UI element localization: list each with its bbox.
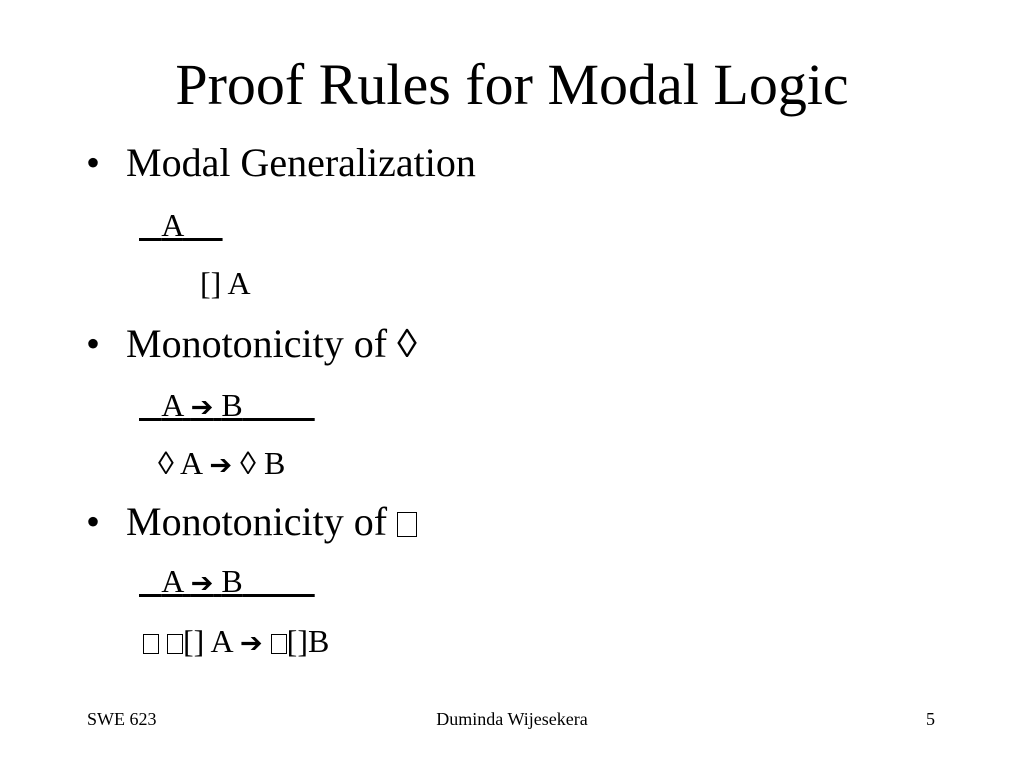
- conclusion-left: [] A: [183, 623, 232, 659]
- bullet-dot: •: [86, 499, 101, 544]
- bullet-monotonicity-box: • Monotonicity of: [86, 498, 418, 546]
- bullet-monotonicity-diamond: • Monotonicity of ◊: [86, 320, 417, 368]
- arrow-icon: ➔: [190, 568, 214, 599]
- conclusion-right: ◊ B: [240, 445, 286, 481]
- rule-conclusion: [] A ➔ []B: [143, 622, 329, 663]
- conclusion-left: ◊ A: [158, 445, 202, 481]
- premise-text: A: [161, 207, 183, 243]
- footer-page-number: 5: [926, 709, 935, 729]
- premise-right: B: [221, 563, 243, 599]
- slide-title: Proof Rules for Modal Logic: [175, 52, 849, 117]
- footer-course: SWE 623: [87, 709, 157, 729]
- premise-right: B: [221, 387, 243, 423]
- rule-premise: A ➔ B: [139, 386, 315, 427]
- missing-glyph-box-icon: [270, 633, 287, 654]
- rule-premise: A: [139, 206, 223, 244]
- missing-glyph-box-icon: [143, 633, 159, 654]
- premise-left: A: [161, 387, 183, 423]
- bullet-modal-generalization: • Modal Generalization: [86, 139, 476, 187]
- bullet-label: Monotonicity of: [126, 499, 388, 544]
- arrow-icon: ➔: [209, 450, 233, 481]
- bullet-label: Modal Generalization: [126, 140, 476, 185]
- missing-glyph-box-icon: [167, 633, 183, 654]
- rule-conclusion: [] A: [200, 265, 251, 301]
- bullet-dot: •: [86, 321, 101, 366]
- rule-conclusion: ◊ A ➔ ◊ B: [158, 444, 285, 485]
- bullet-label: Monotonicity of ◊: [126, 321, 417, 366]
- premise-left: A: [161, 563, 183, 599]
- rule-premise: A ➔ B: [139, 562, 315, 603]
- bullet-dot: •: [86, 140, 101, 185]
- conclusion-right: []B: [286, 623, 330, 659]
- footer-author: Duminda Wijesekera: [436, 709, 588, 729]
- missing-glyph-box-icon: [397, 512, 418, 537]
- arrow-icon: ➔: [239, 628, 263, 659]
- arrow-icon: ➔: [190, 392, 214, 423]
